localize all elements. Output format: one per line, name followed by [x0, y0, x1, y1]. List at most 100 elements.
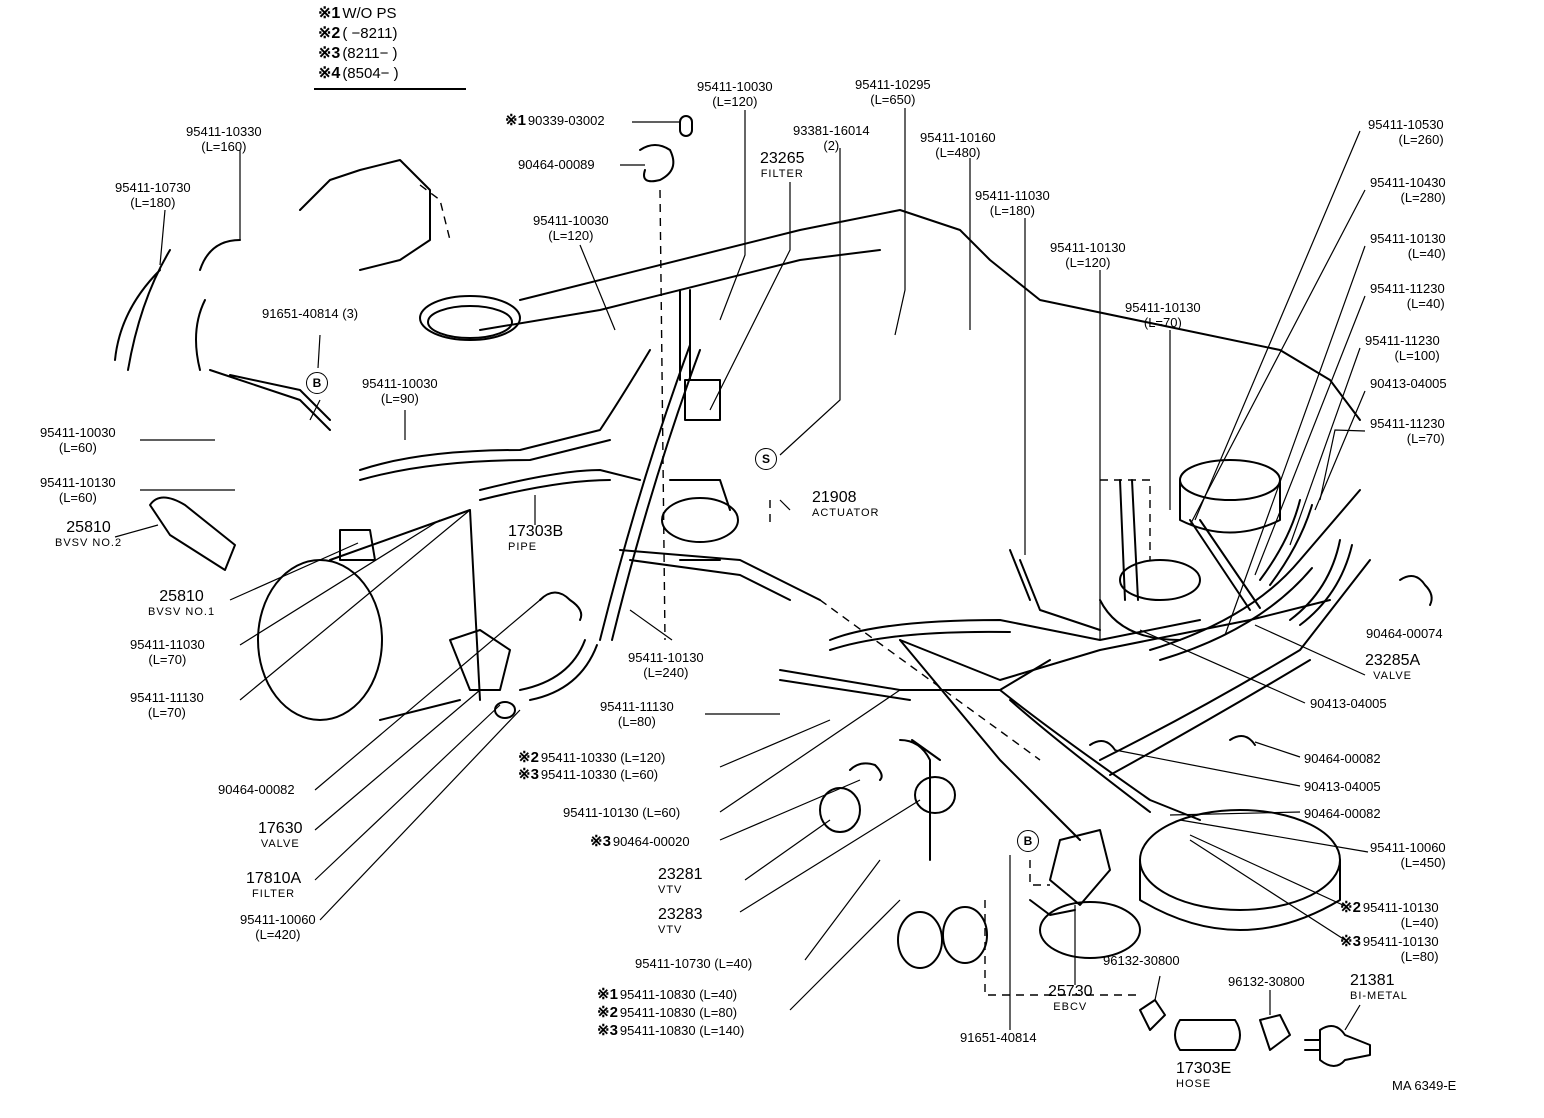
clip-90464-00082-left: [539, 591, 583, 621]
vtv-23283: [914, 776, 956, 814]
marker-b-upper: B: [306, 372, 328, 394]
label-90413-04005-top: 90413-04005: [1370, 376, 1447, 391]
label-95411-10030-l90: 95411-10030(L=90): [362, 376, 438, 406]
bi-metal-21381: [1319, 1025, 1371, 1067]
label-95411-10130-l70: 95411-10130(L=70): [1125, 300, 1201, 330]
label-95411-11230-l70: 95411-11230(L=70): [1370, 416, 1445, 446]
valve-17630: [449, 629, 511, 691]
label-91651-40814-3: 91651-40814 (3): [262, 306, 359, 321]
hose-bundle: [359, 349, 651, 481]
dashed-line-center: [659, 189, 666, 641]
label-96132-30800-right: 96132-30800: [1228, 974, 1305, 989]
bvsv-no2-body: [149, 496, 236, 571]
label-95411-10530-l260: 95411-10530(L=260): [1368, 117, 1444, 147]
label-95411-10130-l60: 95411-10130(L=60): [40, 475, 116, 505]
label-90464-00082-right-2: 90464-00082: [1304, 806, 1381, 821]
label-95411-11130-l80: 95411-11130(L=80): [600, 699, 674, 729]
label-95411-11230-l100: 95411-11230(L=100): [1365, 333, 1440, 363]
label-95411-10130-l120: 95411-10130(L=120): [1050, 240, 1126, 270]
label-95411-10430-l280: 95411-10430(L=280): [1370, 175, 1446, 205]
label-91651-40814: 91651-40814: [960, 1030, 1037, 1045]
charcoal-canister: [1139, 809, 1341, 911]
label-95411-10030-l120-mid: 95411-10030(L=120): [533, 213, 609, 243]
label-95411-10730-l180: 95411-10730(L=180): [115, 180, 191, 210]
clip-90464-00074: [1399, 575, 1433, 606]
label-90413-04005-lower: 90413-04005: [1304, 779, 1381, 794]
label-90464-00082-right-1: 90464-00082: [1304, 751, 1381, 766]
air-cleaner-top: [419, 295, 521, 341]
label-95411-10130-l240: 95411-10130(L=240): [628, 650, 704, 680]
label-95411-10160-l480: 95411-10160(L=480): [920, 130, 996, 160]
actuator-diaphragm: [661, 497, 739, 543]
label-95411-10295-l650: 95411-10295(L=650): [855, 77, 931, 107]
label-96132-30800-left: 96132-30800: [1103, 953, 1180, 968]
legend-row-4: ※4(8504− ): [318, 65, 399, 82]
label-95411-10130-l40: 95411-10130(L=40): [1370, 231, 1446, 261]
label-90413-04005-mid: 90413-04005: [1310, 696, 1387, 711]
filter-23265: [684, 379, 721, 421]
engine-lower-outline: [899, 599, 1331, 681]
drawing-reference-code: MA 6349-E: [1392, 1078, 1457, 1093]
legend-underline: [314, 88, 466, 90]
hose-17303e: [1174, 1019, 1241, 1051]
label-95411-10060-l420: 95411-10060(L=420): [240, 912, 316, 942]
legend-row-3: ※3(8211− ): [318, 45, 398, 62]
dashed-line-bottom: [984, 900, 1140, 996]
engine-top-outline: [519, 209, 1361, 421]
brake-booster: [257, 559, 383, 721]
hose-right-long: [1149, 489, 1361, 661]
label-95411-10030-l60: 95411-10030(L=60): [40, 425, 116, 455]
intake-manifold-outline: [299, 159, 431, 271]
label-95411-10330-l160: 95411-10330(L=160): [186, 124, 262, 154]
legend-row-2: ※2( −8211): [318, 25, 398, 42]
label-95411-11130-l70: 95411-11130(L=70): [130, 690, 204, 720]
dashed-line-upper-left: [419, 184, 451, 241]
hose-upper-left: [114, 239, 241, 371]
label-90464-00074: 90464-00074: [1366, 626, 1443, 641]
hose-long-center: [599, 344, 701, 641]
label-95411-11030-l180: 95411-11030(L=180): [975, 188, 1050, 218]
clip-90464-00020: [849, 762, 883, 781]
label-95411-10060-l450: 95411-10060(L=450): [1370, 840, 1446, 870]
label-95411-10030-l120-top: 95411-10030(L=120): [697, 79, 773, 109]
label-95411-11230-l40: 95411-11230(L=40): [1370, 281, 1445, 311]
marker-s: S: [755, 448, 777, 470]
label-93381-16014: 93381-16014(2): [793, 123, 870, 153]
label-95411-10730-l40: 95411-10730 (L=40): [635, 956, 753, 971]
marker-b-lower: B: [1017, 830, 1039, 852]
filter-17810a: [494, 701, 516, 719]
clamp-96132-2: [1259, 1014, 1291, 1051]
dashed-line-diagonal: [819, 599, 1041, 761]
cap-90339-03002: [679, 115, 693, 137]
carburetor-top: [1179, 459, 1281, 501]
clamp-96132-1: [1139, 999, 1166, 1031]
label-90464-00089: 90464-00089: [518, 157, 595, 172]
ebcv-body: [1049, 829, 1111, 906]
label-90464-00082-left: 90464-00082: [218, 782, 295, 797]
